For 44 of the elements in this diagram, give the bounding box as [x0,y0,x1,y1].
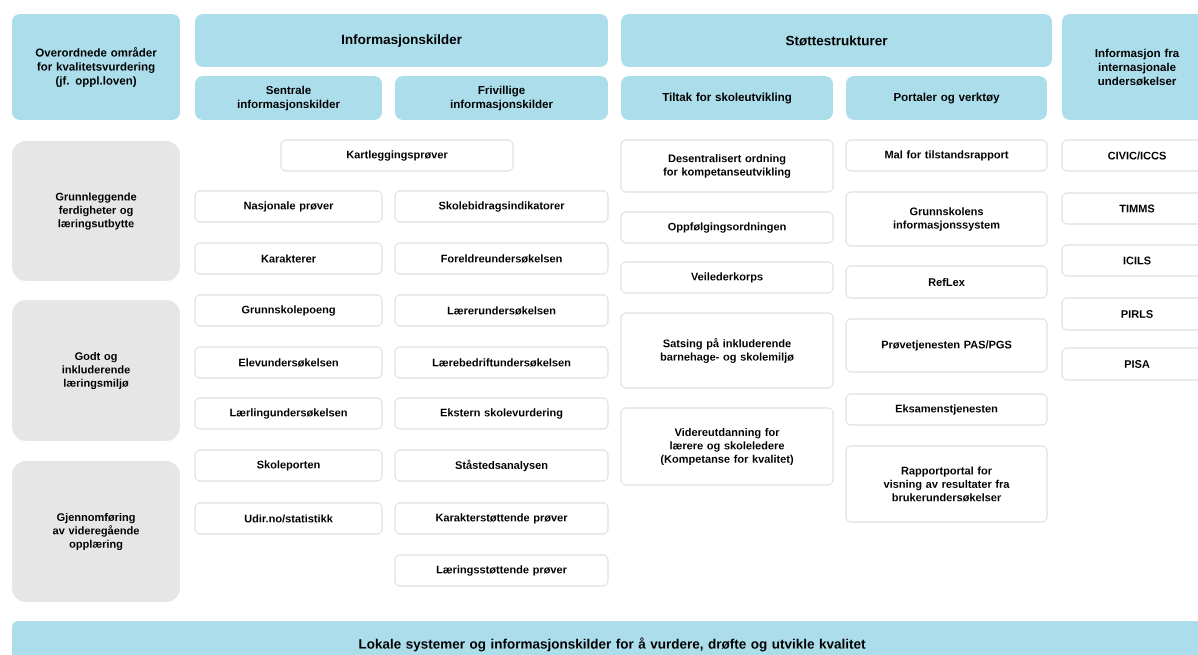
item-box: Ekstern skolevurdering [394,397,609,430]
item-box: TIMMS [1061,192,1198,225]
item-box: CIVIC/ICCS [1061,139,1198,172]
item-box: Grunnskolepoeng [194,294,383,327]
item-box: RefLex [845,265,1048,299]
header-box: Informasjonskilder [195,14,608,67]
footer-bar: Lokale systemer og informasjonskilder for å vurdere, drøfte og utvikle kvalitet [12,621,1198,655]
item-box: PISA [1061,347,1198,381]
item-box: Eksamenstjenesten [845,393,1048,426]
item-box: Karakterstøttende prøver [394,502,609,535]
category-box: Grunnleggende ferdigheter og læringsutbytte [12,141,180,281]
item-box: Mal for tilstandsrapport [845,139,1048,172]
item-box: Læringsstøttende prøver [394,554,609,587]
item-box: Nasjonale prøver [194,190,383,223]
item-box: Veilederkorps [620,261,834,294]
item-box: Grunnskolens informasjonssystem [845,191,1048,247]
header-box: Overordnede områder for kvalitetsvurdering (jf. oppl.loven) [12,14,180,120]
header-box: Portaler og verktøy [846,76,1047,120]
header-box: Frivillige informasjonskilder [395,76,608,120]
item-box: ICILS [1061,244,1198,277]
item-box: Skolebidragsindikatorer [394,190,609,223]
item-box: Foreldreundersøkelsen [394,242,609,275]
item-box: Lærebedriftundersøkelsen [394,346,609,379]
category-box: Gjennomføring av videregående opplæring [12,461,180,602]
item-box: Lærlingundersøkelsen [194,397,383,430]
item-box: PIRLS [1061,297,1198,331]
item-box: Rapportportal for visning av resultater fra brukerundersøkelser [845,445,1048,523]
item-box: Kartleggingsprøver [280,139,514,172]
item-box: Karakterer [194,242,383,275]
item-box: Ståstedsanalysen [394,449,609,482]
item-box: Lærerundersøkelsen [394,294,609,327]
item-box: Udir.no/statistikk [194,502,383,535]
header-box: Informasjon fra internasjonale undersøkelser [1062,14,1198,120]
item-box: Desentralisert ordning for kompetanseutvikling [620,139,834,193]
item-box: Elevundersøkelsen [194,346,383,379]
header-box: Støttestrukturer [621,14,1052,67]
header-box: Tiltak for skoleutvikling [621,76,833,120]
header-box: Sentrale informasjonskilder [195,76,382,120]
category-box: Godt og inkluderende læringsmiljø [12,300,180,441]
item-box: Videreutdanning for lærere og skoleledere (Kompetanse for kvalitet) [620,407,834,486]
item-box: Satsing på inkluderende barnehage- og skolemiljø [620,312,834,389]
item-box: Prøvetjenesten PAS/PGS [845,318,1048,373]
item-box: Oppfølgingsordningen [620,211,834,244]
item-box: Skoleporten [194,449,383,482]
